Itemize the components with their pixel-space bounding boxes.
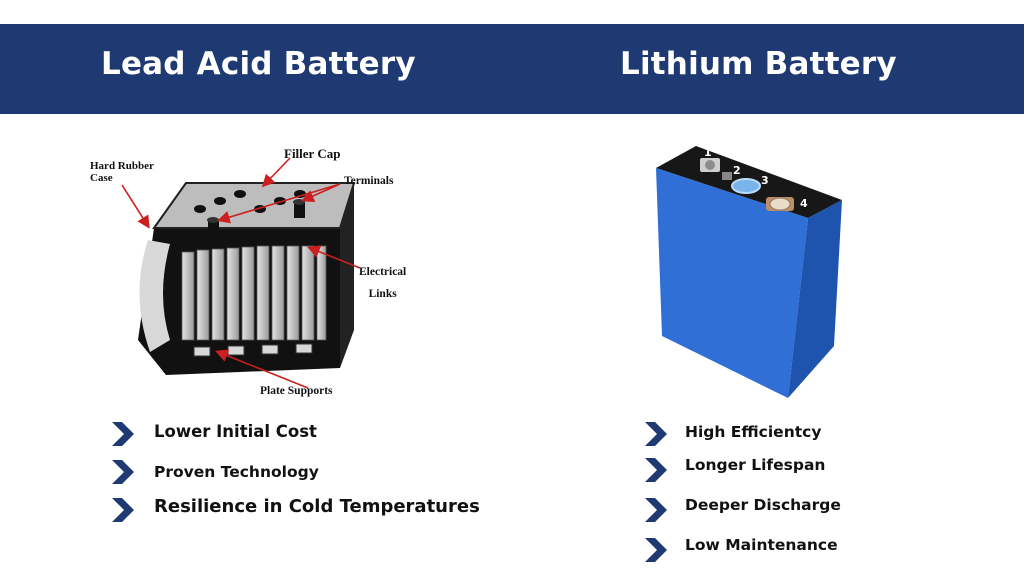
header-bar — [0, 24, 1024, 114]
feature-text: Low Maintenance — [685, 536, 838, 554]
chevron-right-icon — [112, 422, 134, 446]
label-plate-supports: Plate Supports — [260, 385, 333, 397]
label-hard-rubber-case: Hard Rubber Case — [90, 160, 154, 184]
feature-text: Resilience in Cold Temperatures — [154, 496, 480, 517]
feature-text: Proven Technology — [154, 463, 319, 481]
cell-marker-1: 1 — [704, 146, 712, 159]
lithium-feature-list: High Efficientcy Longer Lifespan Deeper … — [643, 418, 943, 563]
chevron-right-icon — [112, 460, 134, 484]
label-electrical-links: Electrical Links — [359, 266, 407, 300]
lead-acid-title: Lead Acid Battery — [101, 46, 416, 82]
chevron-right-icon — [112, 498, 134, 522]
chevron-right-icon — [645, 498, 667, 522]
cell-marker-3: 3 — [761, 174, 769, 187]
chevron-right-icon — [645, 538, 667, 562]
prismatic-cell-graphic — [656, 146, 842, 398]
cell-marker-2: 2 — [733, 164, 741, 177]
chevron-right-icon — [645, 422, 667, 446]
feature-text: Deeper Discharge — [685, 496, 841, 514]
cell-marker-4: 4 — [800, 197, 808, 210]
lead-acid-feature-list: Lower Initial Cost Proven Technology Res… — [110, 418, 530, 528]
lead-acid-battery-illustration — [121, 157, 361, 389]
lead-acid-diagram: Hard Rubber Case Filler Cap Terminals El… — [78, 140, 428, 405]
feature-text: High Efficientcy — [685, 423, 822, 441]
lithium-cell-illustration: 1 2 3 4 — [640, 140, 860, 402]
feature-text: Lower Initial Cost — [154, 422, 317, 441]
label-terminals: Terminals — [344, 175, 394, 187]
feature-text: Longer Lifespan — [685, 456, 826, 474]
label-filler-cap: Filler Cap — [284, 146, 341, 161]
chevron-right-icon — [645, 458, 667, 482]
lithium-title: Lithium Battery — [620, 46, 897, 82]
